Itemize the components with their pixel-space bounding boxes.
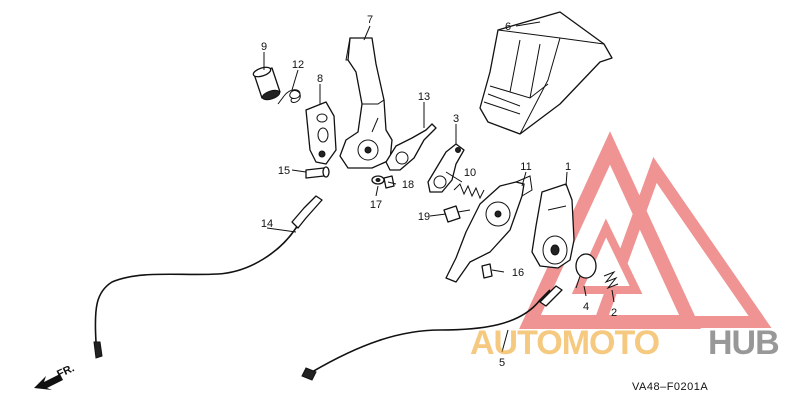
part-19-bolt bbox=[443, 205, 471, 223]
callout-1: 1 bbox=[565, 161, 571, 173]
callouts: 7 6 9 12 8 13 3 1 11 10 15 18 17 19 14 1… bbox=[261, 14, 617, 369]
callout-15: 15 bbox=[278, 165, 290, 177]
part-3-arm bbox=[427, 143, 465, 193]
front-label: FR. bbox=[55, 362, 76, 380]
callout-19: 19 bbox=[418, 211, 430, 223]
callout-8: 8 bbox=[317, 73, 323, 85]
watermark-wordmark: AUTOMOTO HUB bbox=[470, 324, 780, 362]
callout-17: 17 bbox=[370, 199, 382, 211]
callout-18: 18 bbox=[402, 179, 414, 191]
part-17-washer bbox=[371, 175, 385, 185]
leader-lines bbox=[263, 21, 615, 353]
callout-7: 7 bbox=[367, 14, 373, 26]
part-6-cover bbox=[479, 11, 613, 135]
callout-2: 2 bbox=[611, 307, 617, 319]
callout-5: 5 bbox=[499, 357, 505, 369]
part-13-arm bbox=[385, 123, 437, 171]
part-15-screw bbox=[305, 166, 330, 179]
callout-14: 14 bbox=[261, 218, 273, 230]
part-14-cable bbox=[93, 195, 323, 359]
callout-12: 12 bbox=[292, 59, 304, 71]
callout-6: 6 bbox=[505, 21, 511, 33]
part-9-pivot bbox=[252, 66, 281, 101]
callout-4: 4 bbox=[583, 301, 589, 313]
diagram-code: VA48–F0201A bbox=[632, 381, 708, 393]
part-11-bracket bbox=[445, 175, 533, 283]
watermark-word-automoto: AUTOMOTO bbox=[470, 324, 660, 362]
watermark-word-hub: HUB bbox=[708, 324, 779, 362]
callout-10: 10 bbox=[464, 167, 476, 179]
part-2-spring bbox=[603, 270, 619, 290]
part-5-cable bbox=[301, 285, 563, 381]
front-direction-indicator: FR. bbox=[34, 362, 76, 390]
part-7-lever bbox=[339, 37, 393, 169]
part-16-screw bbox=[481, 263, 493, 279]
part-1-lever-body bbox=[531, 183, 575, 269]
callout-9: 9 bbox=[261, 41, 267, 53]
part-4-knob bbox=[575, 253, 597, 289]
part-12-spring bbox=[277, 89, 301, 105]
part-8-plate bbox=[305, 101, 337, 165]
front-arrow-icon bbox=[34, 374, 63, 390]
callout-16: 16 bbox=[512, 267, 524, 279]
callout-3: 3 bbox=[453, 113, 459, 125]
callout-13: 13 bbox=[418, 91, 430, 103]
callout-11: 11 bbox=[520, 161, 531, 173]
part-10-spring bbox=[453, 183, 485, 200]
